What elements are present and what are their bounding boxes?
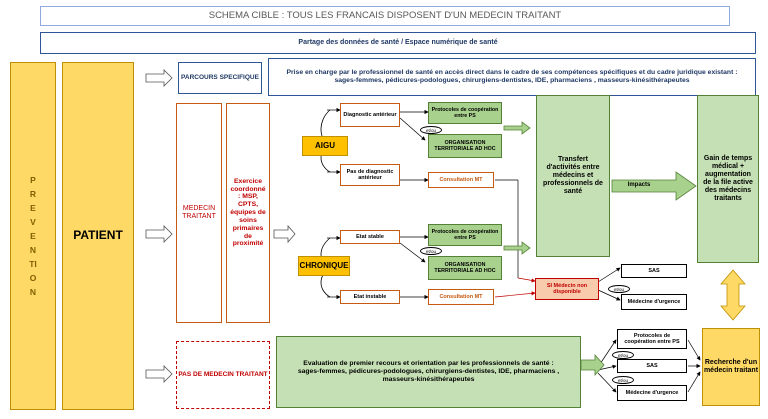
exercice-text: Exercice coordonné : MSP, CPTS, équipes …	[230, 177, 266, 248]
et-ou-text: et/ou	[425, 248, 436, 254]
consultation-mt-box-chronique: Consultation MT	[428, 289, 494, 305]
etat-stable-label: Etat stable	[356, 233, 384, 240]
chronique-box: CHRONIQUE	[298, 256, 350, 276]
patient-column: PATIENT	[62, 62, 134, 410]
prise-en-charge-text: Prise en charge par le professionnel de …	[286, 69, 738, 84]
page-title: SCHEMA CIBLE : TOUS LES FRANCAIS DISPOSE…	[40, 6, 730, 26]
recherche-medecin-box: Recherche d'un médecin traitant	[702, 328, 760, 406]
page-title-text: SCHEMA CIBLE : TOUS LES FRANCAIS DISPOSE…	[208, 9, 562, 21]
et-ou-text: et/ou	[617, 377, 628, 383]
prise-en-charge-box: Prise en charge par le professionnel de …	[268, 58, 756, 96]
impacts-label-box: Impacts	[614, 178, 664, 192]
etat-instable-label: Etat instable	[353, 293, 387, 300]
diagnostic-anterieur-box: Diagnostic antérieur	[340, 103, 400, 127]
impacts-label: Impacts	[627, 181, 651, 188]
parcours-label: PARCOURS SPECIFIQUE	[181, 74, 259, 82]
protocoles-box-bottom: Protocoles de coopération entre PS	[617, 329, 687, 349]
consultation-mt-box-aigu: Consultation MT	[428, 172, 494, 188]
gain-temps-box: Gain de temps médical + augmentation de …	[697, 95, 759, 263]
et-ou-badge: et/ou	[608, 285, 630, 293]
medecine-urgence-label: Médecine d'urgence	[627, 298, 681, 305]
et-ou-text: et/ou	[613, 286, 624, 292]
sas-box-top: SAS	[621, 264, 687, 278]
protocoles-box-chronique: Protocoles de coopération entre PS	[428, 224, 502, 246]
exercice-coordonne-box: Exercice coordonné : MSP, CPTS, équipes …	[226, 103, 270, 323]
pas-medecin-traitant-box: PAS DE MEDECIN TRAITANT	[176, 341, 270, 409]
evaluation-text: Evaluation de premier recours et orienta…	[297, 360, 560, 383]
pas-diagnostic-label: Pas de diagnostic antérieur	[346, 168, 394, 181]
outline-arrows	[145, 69, 296, 383]
medecine-urgence-label: Médecine d'urgence	[625, 389, 679, 396]
etat-instable-box: Etat instable	[340, 290, 400, 304]
sas-box-bottom: SAS	[617, 359, 687, 373]
consultation-mt-label: Consultation MT	[439, 176, 483, 183]
organisation-box-aigu: ORGANISATION TERRITORIALE AD HOC	[428, 134, 502, 158]
organisation-box-chronique: ORGANISATION TERRITORIALE AD HOC	[428, 256, 502, 280]
et-ou-badge: et/ou	[612, 376, 634, 384]
medecine-urgence-box-top: Médecine d'urgence	[621, 294, 687, 310]
diagnostic-anterieur-label: Diagnostic antérieur	[343, 111, 397, 118]
aigu-label: AIGU	[315, 141, 335, 151]
pas-medecin-label: PAS DE MEDECIN TRAITANT	[178, 371, 268, 379]
transfert-activites-box: Transfert d'activités entre médecins et …	[536, 95, 610, 257]
evaluation-box: Evaluation de premier recours et orienta…	[276, 336, 581, 408]
organisation-label: ORGANISATION TERRITORIALE AD HOC	[434, 139, 496, 152]
et-ou-badge: et/ou	[420, 126, 442, 134]
protocoles-label: Protocoles de coopération entre PS	[431, 106, 499, 119]
et-ou-text: et/ou	[425, 127, 436, 133]
et-ou-text: et/ou	[617, 352, 628, 358]
protocoles-label: Protocoles de coopération entre PS	[624, 332, 680, 345]
sas-label: SAS	[646, 362, 658, 369]
si-medecin-non-disponible-box: SI Médecin non disponible	[535, 278, 599, 300]
shared-data-text: Partage des données de santé / Espace nu…	[298, 38, 498, 46]
medecine-urgence-box-bottom: Médecine d'urgence	[617, 385, 687, 401]
si-medecin-label: SI Médecin non disponible	[546, 282, 588, 295]
prevention-label: PREVENTION	[29, 175, 37, 297]
transfert-label: Transfert d'activités entre médecins et …	[543, 155, 603, 196]
protocoles-box-aigu: Protocoles de coopération entre PS	[428, 102, 502, 124]
medecin-traitant-label: MEDECIN TRAITANT	[182, 204, 216, 220]
patient-label: PATIENT	[73, 228, 123, 243]
parcours-specifique-box: PARCOURS SPECIFIQUE	[178, 62, 262, 94]
chronique-label: CHRONIQUE	[299, 261, 349, 271]
protocoles-label: Protocoles de coopération entre PS	[431, 228, 499, 241]
organisation-label: ORGANISATION TERRITORIALE AD HOC	[434, 261, 496, 274]
et-ou-badge: et/ou	[612, 351, 634, 359]
gain-label: Gain de temps médical + augmentation de …	[703, 154, 753, 203]
recherche-label: Recherche d'un médecin traitant	[703, 358, 759, 374]
consultation-mt-label: Consultation MT	[439, 293, 483, 300]
prevention-column: PREVENTION	[10, 62, 56, 410]
medecin-traitant-box: MEDECIN TRAITANT	[176, 103, 222, 323]
shared-data-banner: Partage des données de santé / Espace nu…	[40, 32, 756, 54]
et-ou-badge: et/ou	[420, 247, 442, 255]
sas-label: SAS	[648, 267, 660, 274]
pas-diagnostic-box: Pas de diagnostic antérieur	[340, 164, 400, 186]
aigu-box: AIGU	[302, 136, 348, 156]
etat-stable-box: Etat stable	[340, 230, 400, 244]
